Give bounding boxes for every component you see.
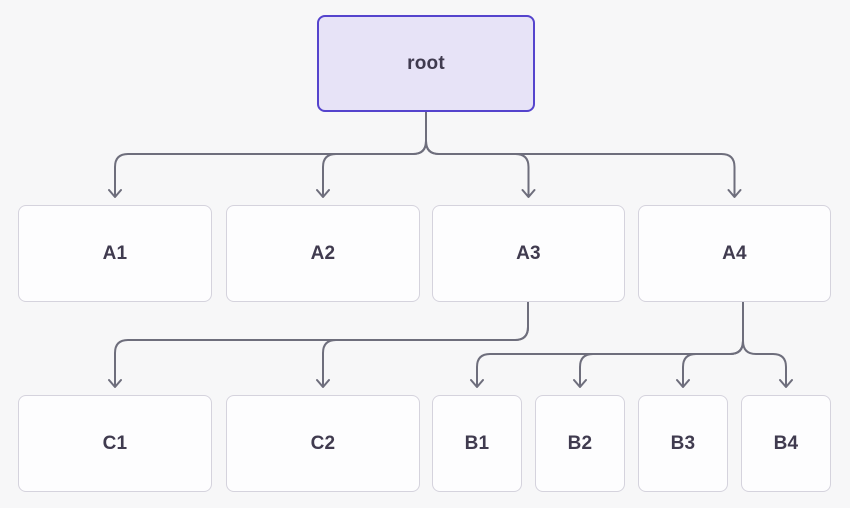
node-A3[interactable]: A3 [432,205,625,302]
node-B1[interactable]: B1 [432,395,522,492]
node-C2[interactable]: C2 [226,395,420,492]
node-B2[interactable]: B2 [535,395,625,492]
node-A4[interactable]: A4 [638,205,831,302]
edge-A4-B3 [676,301,744,388]
node-C1[interactable]: C1 [18,395,212,492]
edge-A3-C1 [108,301,529,388]
node-B3[interactable]: B3 [638,395,728,492]
node-A2[interactable]: A2 [226,205,420,302]
edge-A4-B1 [470,301,744,388]
node-B4[interactable]: B4 [741,395,831,492]
edge-root-A4 [425,111,742,198]
edge-A4-B4 [742,301,793,388]
edge-root-A1 [108,111,427,198]
edge-root-A3 [425,111,536,198]
edge-root-A2 [316,111,427,198]
node-root[interactable]: root [317,15,535,112]
edge-A4-B2 [573,301,744,388]
edge-A3-C2 [316,301,529,388]
node-A1[interactable]: A1 [18,205,212,302]
